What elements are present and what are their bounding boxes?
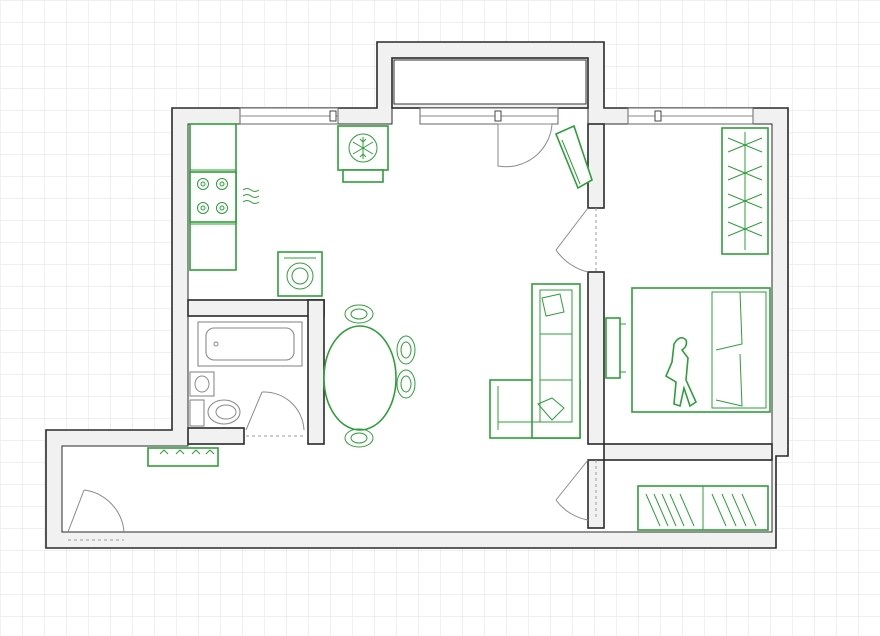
- dining-table: [323, 325, 397, 431]
- hallway-shoe-rack: [147, 447, 219, 467]
- bathtub: [197, 321, 303, 367]
- bathroom-sink: [189, 371, 215, 397]
- partition-wall-bedroom-lower: [587, 271, 605, 445]
- washing-machine: [277, 251, 323, 297]
- bedroom-wardrobe: [721, 127, 769, 255]
- person-figure: [664, 336, 698, 408]
- window-bedroom: [627, 107, 754, 125]
- balcony-door: [497, 123, 553, 168]
- bathroom-door: [245, 391, 305, 437]
- sofa-cushion: [537, 293, 565, 421]
- sofa: [489, 283, 581, 439]
- closet-door: [555, 459, 597, 521]
- double-bed: [631, 287, 771, 413]
- window-kitchen: [239, 107, 339, 125]
- tv-unit: [554, 124, 593, 190]
- closet-shelving: [637, 485, 769, 531]
- dining-chair: [344, 304, 416, 448]
- stove: [189, 171, 237, 223]
- bathroom-top-wall: [187, 299, 325, 317]
- bathroom-left-section: [187, 427, 245, 445]
- loggia-floor: [393, 59, 587, 105]
- bedroom-door: [555, 207, 597, 273]
- partition-wall-closet: [587, 459, 605, 529]
- bedroom-tv: [605, 317, 626, 379]
- bedroom-bottom-wall: [603, 443, 773, 461]
- toilet: [189, 399, 241, 427]
- partition-wall-bedroom: [587, 123, 605, 209]
- heat-waves-icon: [242, 188, 260, 204]
- entrance-door: [67, 489, 125, 541]
- fridge-snowflake-unit: [337, 125, 389, 183]
- window-loggia: [419, 107, 559, 125]
- bathroom-right-wall: [307, 299, 325, 445]
